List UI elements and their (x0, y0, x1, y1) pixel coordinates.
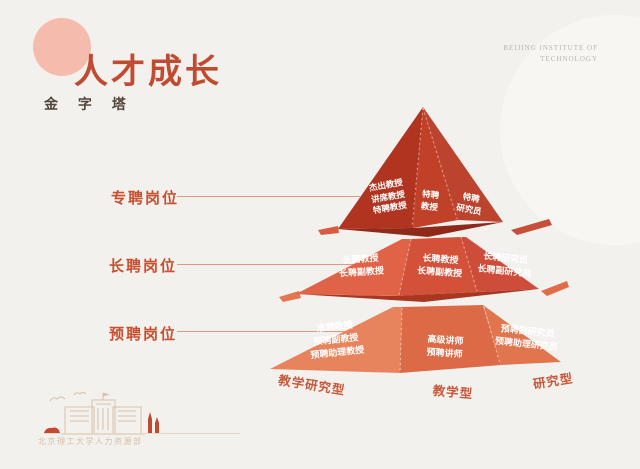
org-name: BEIJING INSTITUTE OF TECHNOLOGY (470, 43, 598, 65)
tier3-left-face (270, 307, 402, 373)
tier3-right-face (483, 305, 561, 365)
tier1-left-face (338, 107, 423, 229)
tier2-mid-cell: 长聘教授 长聘副教授 (417, 251, 464, 280)
tier1-divider2 (422, 107, 458, 220)
tier1-mid-cell: 特聘 教授 (420, 189, 439, 214)
tree-icon (148, 412, 152, 433)
page-title: 人才成长 (74, 53, 222, 91)
campus-building-illustration (44, 392, 240, 435)
side-label-yupin: 预聘岗位 (109, 326, 178, 343)
building-outline (49, 392, 145, 435)
title-accent-circle (33, 18, 91, 76)
cell-line: 预聘讲师 (426, 346, 463, 360)
tier2-topface-left-sliver (318, 226, 339, 235)
cloud-icon (49, 396, 66, 402)
tier2-divider2 (460, 236, 478, 292)
tier2-topface-right-sliver (511, 219, 552, 235)
leader-line-tier3 (177, 331, 347, 332)
tier2-right-face (461, 237, 539, 292)
red-shrubs (44, 412, 159, 433)
org-name-line2: TECHNOLOGY (540, 55, 598, 63)
tier1-left-cell: 杰出教授 讲席教授 特聘教授 (368, 177, 407, 217)
leader-line-tier1 (177, 196, 360, 197)
cloud-icon (73, 392, 87, 396)
tier3-mid-face (400, 305, 501, 373)
tier3-left-cell: 准聘教授 预聘副教授 预聘助理教授 (307, 318, 365, 362)
tier1-mid-face (413, 107, 458, 228)
tier2-underside (296, 289, 539, 302)
bush-icon (44, 427, 60, 433)
tier2-mid-face (399, 237, 477, 296)
side-label-zhuanpin: 专聘岗位 (111, 190, 180, 207)
tier3-topface-left-sliver (279, 291, 301, 302)
tier1-right-face (423, 107, 503, 222)
tier3-divider1 (399, 307, 403, 373)
page-subtitle: 金 字 塔 (44, 96, 134, 112)
tier2-left-face (296, 239, 411, 296)
tier1-right-cell: 特聘 研究员 (455, 190, 484, 217)
footer-department: 北京理工大学人力资源部 (38, 437, 143, 446)
tier2-right-cell: 长聘研究员 长聘副研究员 (477, 249, 533, 281)
side-label-changpin: 长聘岗位 (109, 258, 178, 275)
axis-label-teaching: 教学型 (432, 383, 474, 402)
tree-icon (155, 417, 159, 433)
tier3-mid-cell: 高级讲师 预聘讲师 (426, 333, 464, 361)
tier2-left-cell: 长聘教授 长聘副教授 (338, 251, 385, 280)
leader-line-tier2 (177, 264, 354, 265)
tier1-underside (338, 222, 503, 237)
cell-line: 教授 (420, 200, 439, 212)
tier3-topface-right-sliver (541, 281, 569, 296)
org-name-line1: BEIJING INSTITUTE OF (503, 44, 598, 52)
